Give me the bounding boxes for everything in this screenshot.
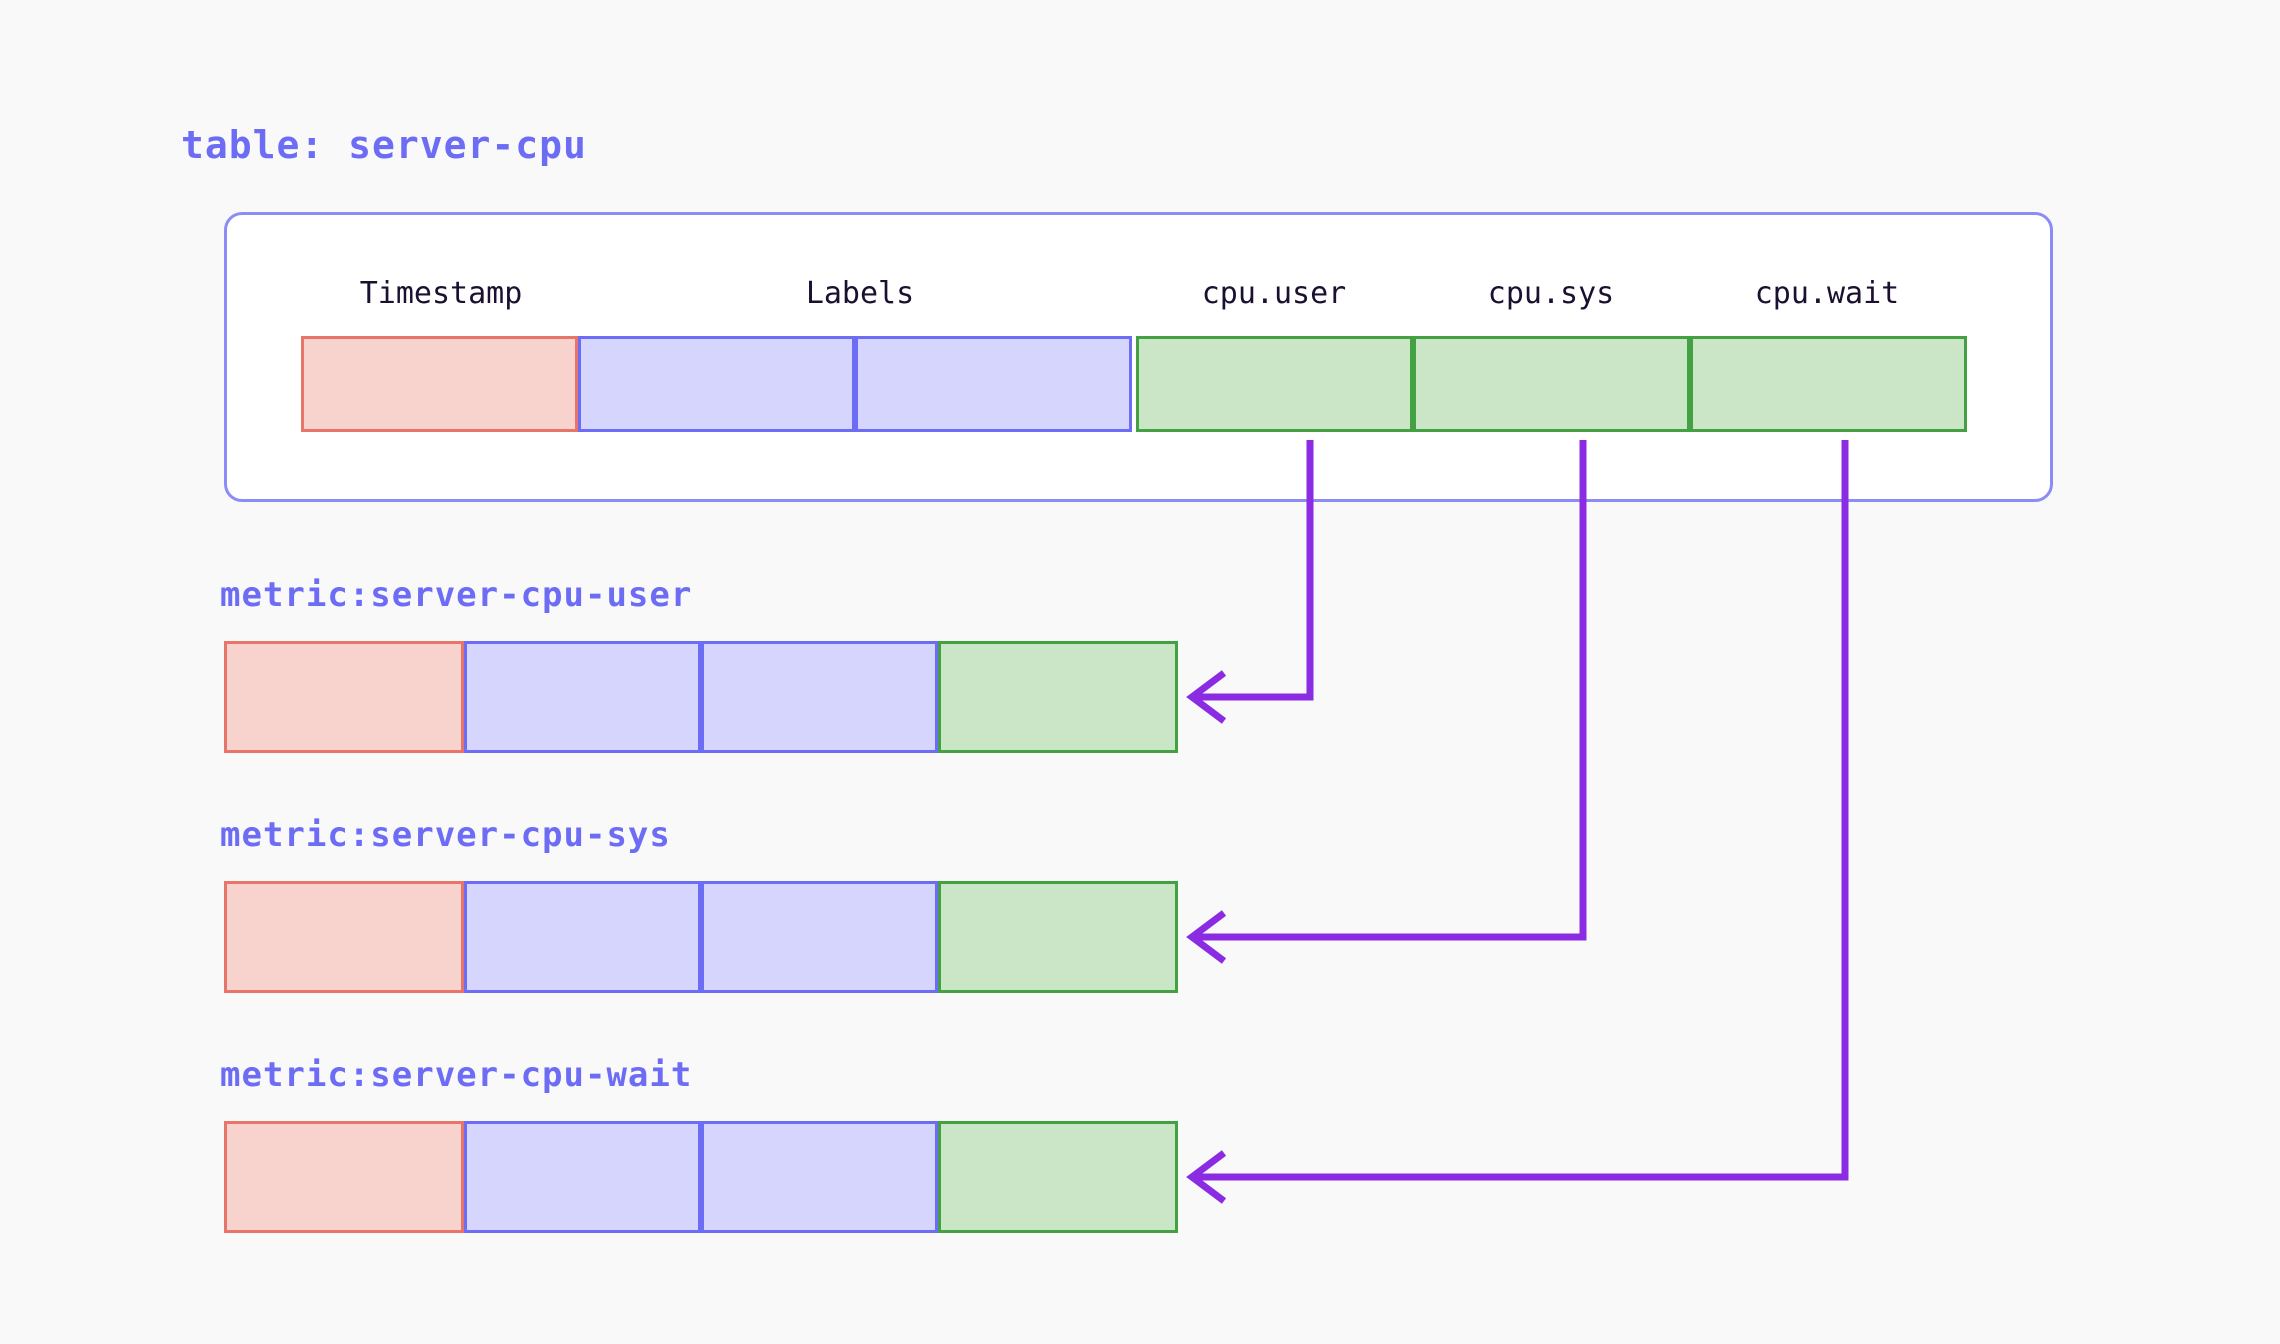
column-header-labels: Labels — [805, 276, 915, 311]
metric-cell-labels — [701, 641, 938, 753]
metric-cell-timestamp — [224, 641, 464, 753]
metric-cell-value — [938, 1121, 1178, 1233]
metric-cell-value — [938, 641, 1178, 753]
metric-cell-value — [938, 881, 1178, 993]
column-header-cpu-user: cpu.user — [1201, 276, 1347, 311]
table-cell-value — [1136, 336, 1413, 432]
metric-title: metric:server-cpu-wait — [220, 1055, 693, 1095]
metric-cell-labels — [464, 881, 701, 993]
metric-cell-labels — [701, 881, 938, 993]
metric-cell-timestamp — [224, 1121, 464, 1233]
column-header-cpu-wait: cpu.wait — [1754, 276, 1900, 311]
metric-title: metric:server-cpu-sys — [220, 815, 671, 855]
column-header-cpu-sys: cpu.sys — [1487, 276, 1615, 311]
metric-cell-labels — [464, 1121, 701, 1233]
table-cell-timestamp — [301, 336, 578, 432]
table-cell-labels — [578, 336, 855, 432]
arrow-cpu-sys-to-metric-server-cpu-sys — [1186, 440, 1587, 964]
column-header-timestamp: Timestamp — [359, 276, 523, 311]
metric-title: metric:server-cpu-user — [220, 575, 693, 615]
table-title: table: server-cpu — [181, 123, 587, 167]
metric-cell-labels — [464, 641, 701, 753]
table-cell-labels — [855, 336, 1132, 432]
metric-cell-timestamp — [224, 881, 464, 993]
table-cell-value — [1413, 336, 1690, 432]
metric-cell-labels — [701, 1121, 938, 1233]
table-cell-value — [1690, 336, 1967, 432]
arrow-cpu-wait-to-metric-server-cpu-wait — [1186, 440, 1849, 1204]
